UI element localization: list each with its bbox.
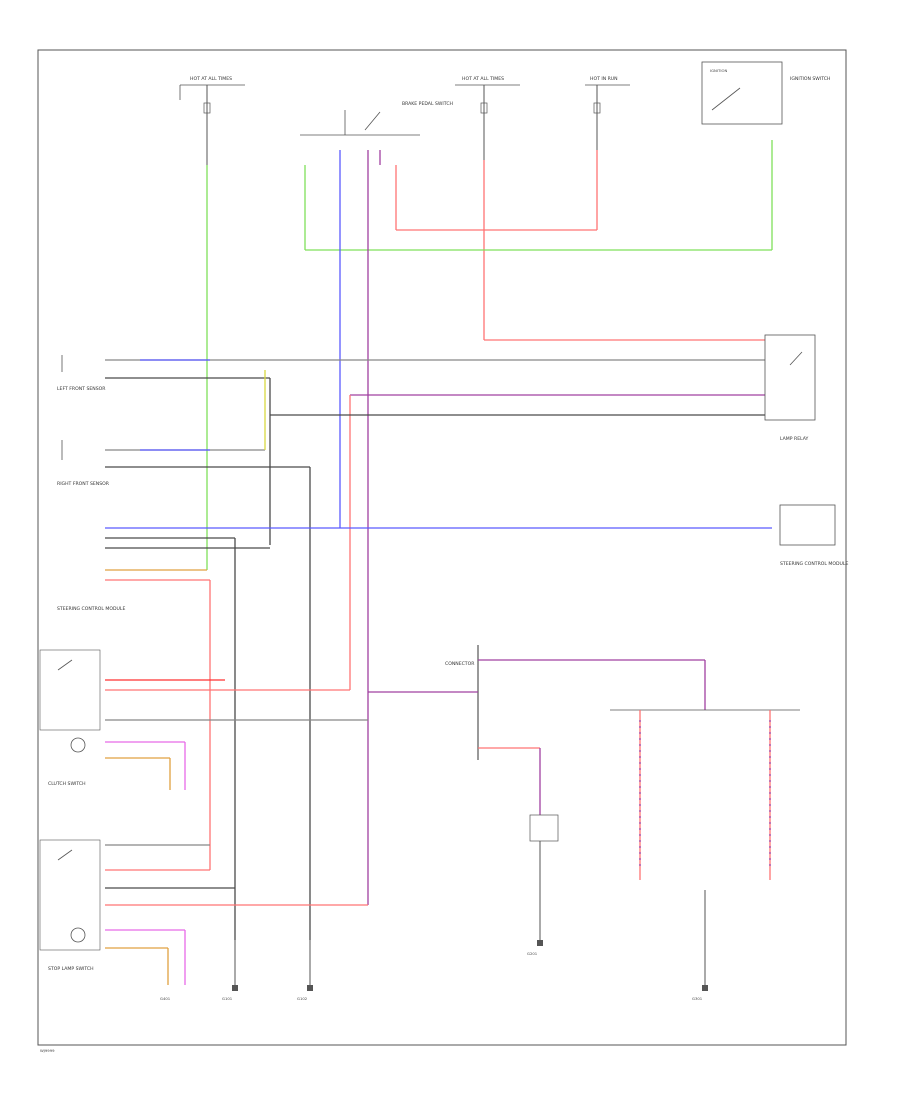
- top-vertical-wires: [206, 140, 773, 905]
- top-left-label: HOT AT ALL TIMES: [190, 76, 232, 82]
- ground-3-label: G201: [527, 951, 538, 956]
- svg-text:IGNITION: IGNITION: [710, 68, 727, 73]
- ground-2: [307, 985, 313, 991]
- ign-switch-label: IGNITION SWITCH: [790, 76, 830, 82]
- controller-left-label: STEERING CONTROL MODULE: [57, 606, 125, 612]
- top-power-sources: HOT AT ALL TIMES HOT AT ALL TIMES HOT IN…: [179, 61, 830, 165]
- top-right-label: HOT IN RUN: [590, 76, 618, 82]
- right-relay: LAMP RELAY STEERING CONTROL MODULE: [764, 334, 848, 567]
- left-sensor-label: LEFT FRONT SENSOR: [57, 386, 106, 392]
- relay-label: LAMP RELAY: [780, 436, 809, 442]
- brake-switch-label: BRAKE PEDAL SWITCH: [402, 101, 453, 107]
- ground-4: [702, 985, 708, 991]
- ground-1-label: G101: [222, 996, 233, 1001]
- bottom-switch-label: STOP LAMP SWITCH: [48, 966, 94, 972]
- ground-5-label: G401: [160, 996, 171, 1001]
- grounds: G101 G102 G201 G301 G401: [160, 940, 708, 1001]
- middle-horizontal-wires: [105, 359, 772, 940]
- diagram-frame: [37, 49, 847, 1046]
- clutch-label: CLUTCH SWITCH: [48, 781, 86, 787]
- controller-left: STEERING CONTROL MODULE: [57, 537, 270, 940]
- clutch-switch: CLUTCH SWITCH: [39, 649, 368, 790]
- left-sensors: LEFT FRONT SENSOR RIGHT FRONT SENSOR: [57, 355, 110, 487]
- bottom-left-switch: STOP LAMP SWITCH: [39, 839, 368, 985]
- right-sensor-label: RIGHT FRONT SENSOR: [57, 481, 110, 487]
- center-conn-label: CONNECTOR: [445, 661, 475, 667]
- ground-1: [232, 985, 238, 991]
- center-connector: CONNECTOR: [368, 645, 800, 985]
- controller-label: STEERING CONTROL MODULE: [780, 561, 848, 567]
- ground-2-label: G102: [297, 996, 308, 1001]
- footer-code: WJ9999: [40, 1048, 55, 1053]
- ground-4-label: G301: [692, 996, 703, 1001]
- top-mid-label: HOT AT ALL TIMES: [462, 76, 504, 82]
- ground-3: [537, 940, 543, 946]
